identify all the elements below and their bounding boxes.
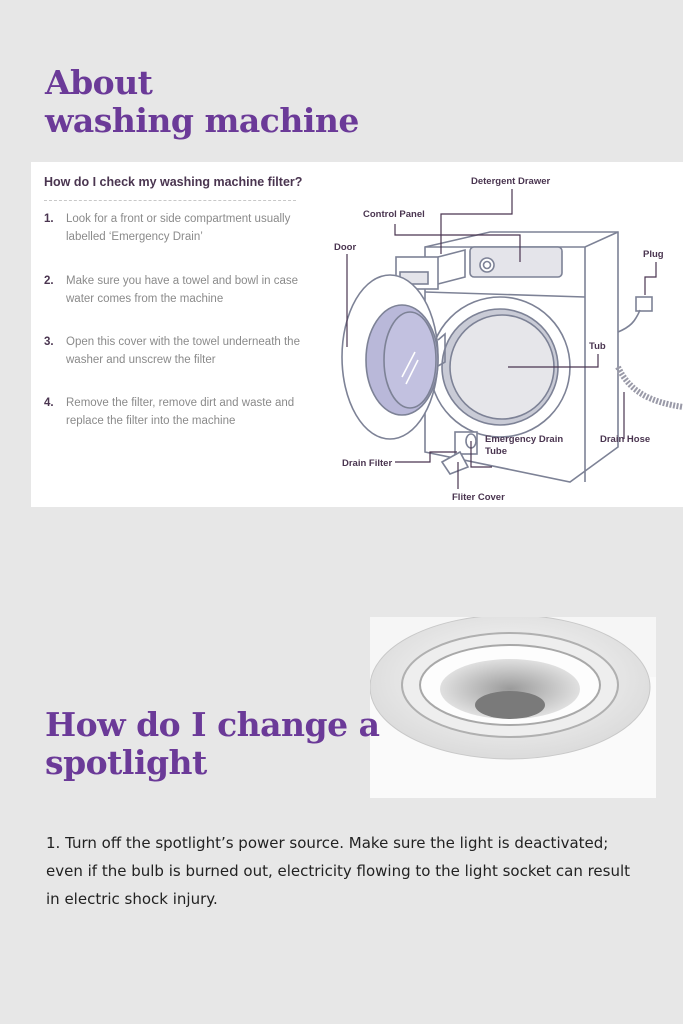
- step-text: Look for a front or side compartment usu…: [66, 213, 291, 243]
- title-line: spotlight: [45, 743, 207, 782]
- step-item: 1. Look for a front or side compartment u…: [44, 210, 329, 246]
- label-drain-hose: Drain Hose: [600, 434, 650, 445]
- spotlight-photo: [370, 617, 656, 798]
- spotlight-step-paragraph: 1. Turn off the spotlight’s power source…: [46, 834, 631, 908]
- washing-machine-diagram: Detergent Drawer Control Panel Door Plug…: [334, 176, 683, 503]
- label-filter-cover: Fliter Cover: [452, 492, 505, 503]
- step-item: 4. Remove the filter, remove dirt and was…: [44, 394, 329, 430]
- filter-infographic: How do I check my washing machine filter…: [31, 162, 683, 507]
- title-line: About: [45, 63, 153, 102]
- step-number: 4.: [44, 397, 54, 409]
- label-plug: Plug: [643, 249, 664, 260]
- step-number: 3.: [44, 336, 54, 348]
- divider: [44, 200, 296, 201]
- panel-question: How do I check my washing machine filter…: [44, 175, 303, 189]
- title-line: How do I change a: [45, 705, 380, 744]
- label-tub: Tub: [589, 341, 606, 352]
- step-text: Open this cover with the towel underneat…: [66, 336, 300, 366]
- section-title-washing-machine: About washing machine: [45, 64, 359, 140]
- label-emergency-drain-tube: Tube: [485, 446, 507, 457]
- step-number: 1.: [44, 213, 54, 225]
- step-item: 2. Make sure you have a towel and bowl in…: [44, 272, 329, 308]
- step-number: 2.: [44, 275, 54, 287]
- label-detergent-drawer: Detergent Drawer: [471, 176, 550, 187]
- section-title-spotlight: How do I change a spotlight: [45, 706, 380, 782]
- step-item: 3. Open this cover with the towel underne…: [44, 333, 329, 369]
- title-line: washing machine: [45, 101, 359, 140]
- label-door: Door: [334, 242, 356, 253]
- spotlight-image: [370, 617, 656, 798]
- label-control-panel: Control Panel: [363, 209, 425, 220]
- label-drain-filter: Drain Filter: [342, 458, 392, 469]
- label-emergency-drain: Emergency Drain: [485, 434, 563, 445]
- step-text: Remove the filter, remove dirt and waste…: [66, 397, 295, 427]
- step-text: Make sure you have a towel and bowl in c…: [66, 275, 299, 305]
